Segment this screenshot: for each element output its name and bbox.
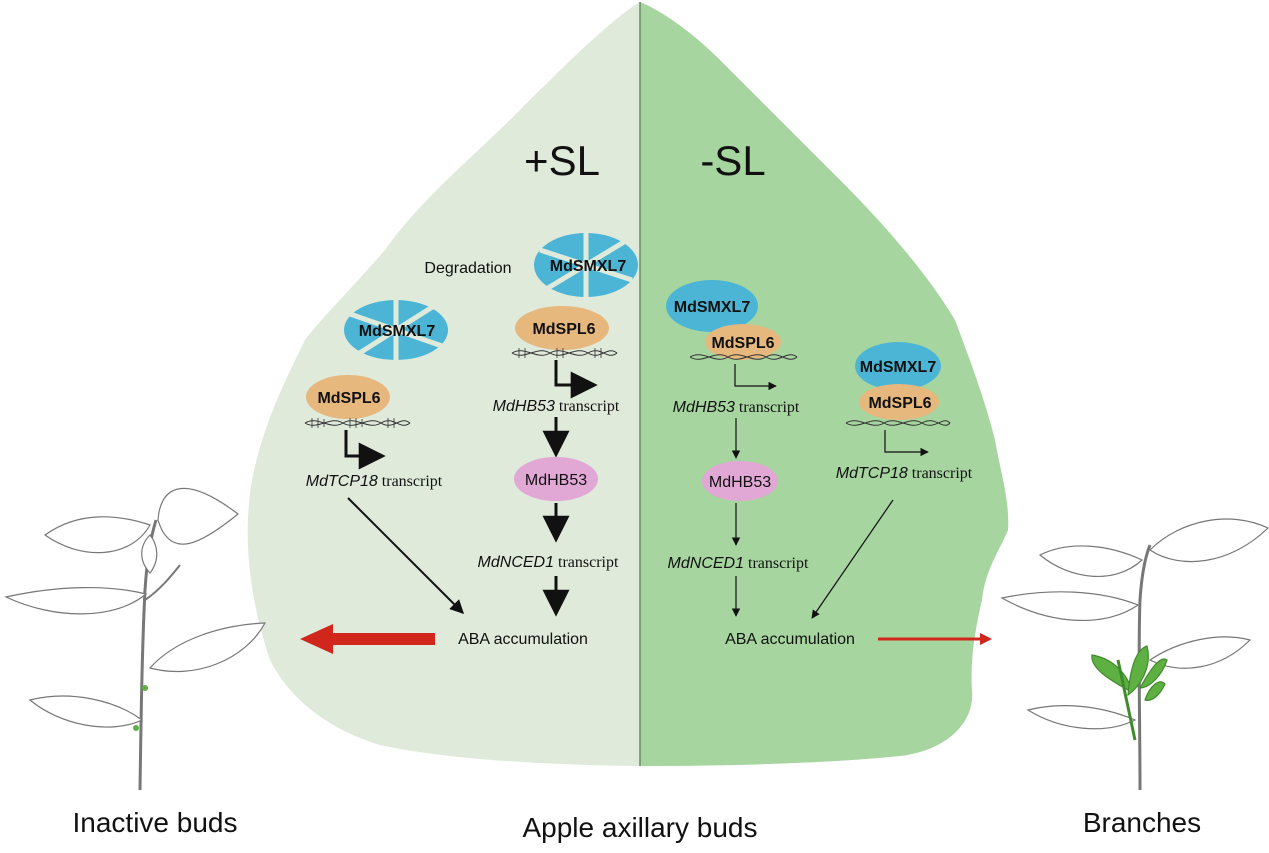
spl6-label: MdSPL6 bbox=[711, 335, 774, 352]
spl6-label: MdSPL6 bbox=[868, 395, 931, 412]
transcription-arrow-left bbox=[344, 430, 386, 470]
hb53-protein-left bbox=[514, 457, 598, 501]
spl6-protein-right bbox=[705, 324, 781, 360]
apple-axillary-buds-caption: Apple axillary buds bbox=[522, 812, 757, 843]
transcription-arrow-far-right bbox=[884, 430, 929, 457]
smxl7-degraded-center: MdSMXL7 bbox=[534, 233, 638, 297]
spl6-protein-center bbox=[515, 306, 609, 350]
arrow-tcp18-to-aba-left bbox=[347, 497, 464, 614]
smxl7-label: MdSMXL7 bbox=[674, 299, 751, 316]
hb53-transcript-left: MdHB53 transcript bbox=[493, 398, 620, 415]
spl6-protein-far-right bbox=[859, 384, 939, 420]
arrow-tcp18-to-aba-right bbox=[811, 499, 894, 619]
transcription-arrow-right bbox=[734, 364, 777, 391]
dna-helix-center bbox=[511, 348, 618, 358]
transcription-arrow-center bbox=[554, 360, 598, 399]
smxl7-protein-right bbox=[666, 280, 758, 332]
smxl7-label: MdSMXL7 bbox=[359, 323, 436, 340]
tcp18-transcript-left: MdTCP18 transcript bbox=[306, 473, 443, 490]
dna-helix-left bbox=[304, 418, 411, 428]
dna-helix-right bbox=[689, 354, 798, 360]
aba-accumulation-right: ABA accumulation bbox=[725, 631, 855, 648]
hb53-protein-right bbox=[702, 461, 778, 501]
plus-sl-label: +SL bbox=[524, 137, 600, 184]
nced1-transcript-right: MdNCED1 transcript bbox=[668, 555, 809, 572]
hb53-label: MdHB53 bbox=[525, 472, 587, 489]
inactive-buds-caption: Inactive buds bbox=[73, 807, 238, 838]
minus-sl-label: -SL bbox=[700, 137, 765, 184]
hb53-label: MdHB53 bbox=[709, 474, 771, 491]
branches-plant-illustration bbox=[1000, 518, 1269, 791]
spl6-label: MdSPL6 bbox=[317, 390, 380, 407]
red-arrow-right bbox=[878, 633, 992, 645]
branches-caption: Branches bbox=[1083, 807, 1201, 838]
hb53-transcript-right: MdHB53 transcript bbox=[673, 399, 800, 416]
aba-accumulation-left: ABA accumulation bbox=[458, 631, 588, 648]
spl6-label: MdSPL6 bbox=[532, 321, 595, 338]
smxl7-label: MdSMXL7 bbox=[550, 258, 627, 275]
inactive-buds-plant-illustration bbox=[4, 487, 267, 791]
nced1-transcript-left: MdNCED1 transcript bbox=[478, 554, 619, 571]
smxl7-label: MdSMXL7 bbox=[860, 359, 937, 376]
red-arrow-left bbox=[300, 624, 435, 654]
tcp18-transcript-right: MdTCP18 transcript bbox=[836, 465, 973, 482]
degradation-label: Degradation bbox=[424, 260, 511, 277]
smxl7-protein-far-right bbox=[855, 342, 941, 390]
spl6-protein-left bbox=[306, 375, 390, 419]
dna-helix-far-right bbox=[845, 420, 951, 426]
smxl7-degraded-left: MdSMXL7 bbox=[344, 300, 448, 360]
leaf-shape bbox=[247, 2, 1009, 766]
